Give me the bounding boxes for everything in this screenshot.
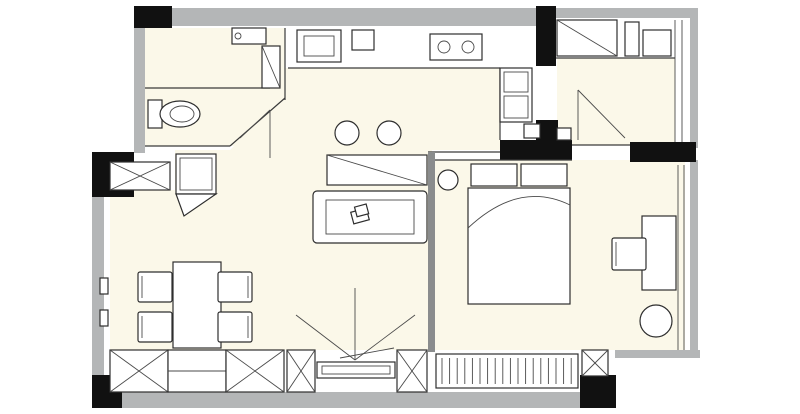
cabinet-icon [556,127,572,141]
bedroom [437,163,677,338]
blanket-fold [467,196,571,229]
radiator-icon [435,353,579,389]
door-swing [577,89,626,139]
chair-icon [137,311,173,343]
cabinet-cross [581,349,609,377]
stove-icon [429,33,483,61]
column [536,120,558,142]
burner-icon [437,40,451,54]
toilet-icon [159,100,201,128]
kitchen [288,29,541,186]
double-sink-icon [499,67,533,123]
desk-icon [641,215,677,291]
chair-icon [217,271,253,303]
bed-icon [467,187,571,305]
column [134,6,172,28]
wall-top-right [555,8,690,18]
lamp-icon [437,169,459,191]
wall-bottom [120,392,590,408]
living-dining [99,190,428,361]
cabinet-cross [225,349,285,393]
door-swing [354,314,416,361]
cabinet-icon [624,21,640,57]
wall-top-left [170,8,538,26]
outer-walls [92,8,700,408]
bar-stool-icon [376,120,402,146]
tv-icon [321,365,391,375]
wall-right-upper [690,8,698,148]
island-diagonal [326,154,428,186]
bar-stool-icon [334,120,360,146]
dining-table-icon [172,261,222,349]
chair-icon [137,271,173,303]
magazine-icon [349,203,371,225]
entry-door-icon [175,193,218,217]
fridge-icon [351,29,375,51]
burner-icon [461,40,475,54]
column [536,6,556,66]
tap-icon [234,32,242,40]
window-icon [99,277,109,295]
tv-console-icon [316,361,396,379]
sink-icon [231,27,267,45]
chair-icon [217,311,253,343]
plant-icon [639,304,673,338]
sink-basin-icon [503,71,529,93]
wall-bottom-right [615,350,700,358]
bathroom [147,27,281,158]
sink-basin-icon [303,35,335,57]
washer-diagonal [556,19,618,57]
sofa-icon [312,190,428,244]
cabinet-cross [396,349,428,393]
shower-screen-diagonal [261,45,281,89]
cabinet-icon [642,29,672,57]
wall-left-upper [134,28,145,153]
toilet-seat-icon [169,105,195,123]
bottom-cabinets [109,349,609,393]
cabinet-cross [286,349,316,393]
radiator-fins [441,358,572,384]
partitions [145,20,685,352]
door-swing [295,314,356,361]
sofa-seat [325,199,415,235]
entry [109,153,218,217]
door-swing [339,347,395,359]
door-swing [239,109,271,139]
laundry [556,19,672,141]
column [500,140,572,160]
wardrobe-inner [179,157,213,191]
sink-basin-icon [503,95,529,119]
cabinet-icon [523,123,541,139]
laundry-floor [557,58,675,145]
cabinet-cross [109,349,169,393]
column [630,142,696,162]
pillow-icon [470,163,518,187]
column [580,375,616,408]
window-icon [99,309,109,327]
cabinet-cross [109,161,171,191]
chair-icon [611,237,647,271]
wall-right-lower [690,160,698,355]
bedroom-wall [428,152,435,352]
wall-left-lower [92,195,104,395]
wardrobe-icon [175,153,217,195]
pillow-icon [520,163,568,187]
